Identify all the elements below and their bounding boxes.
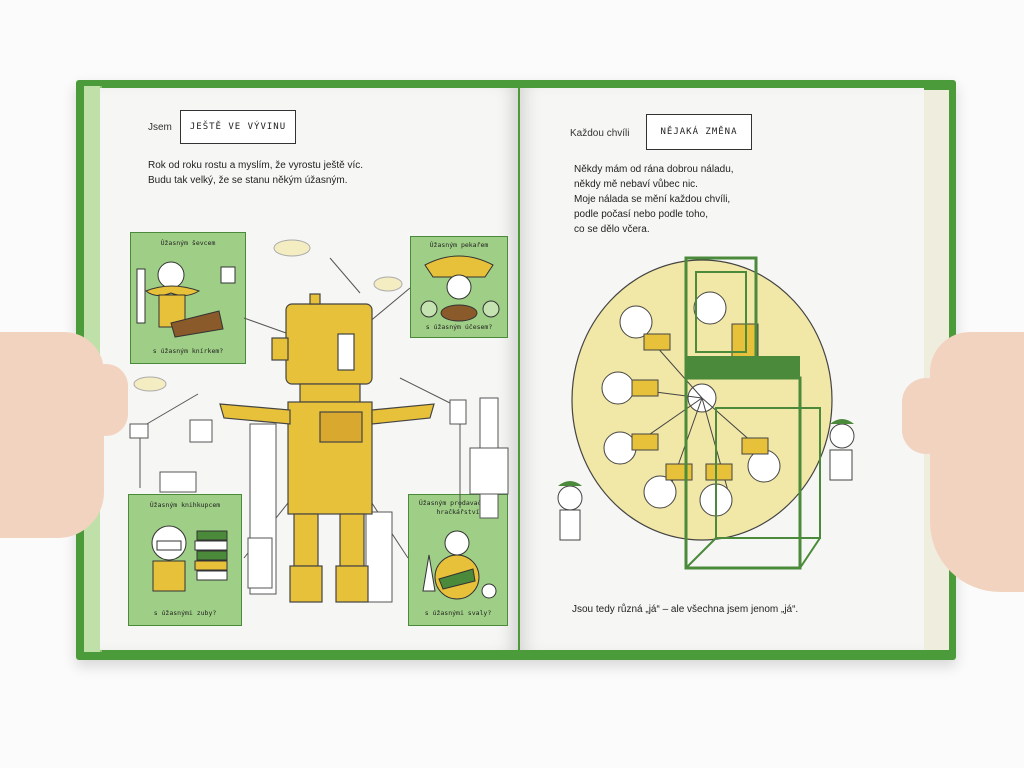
panel-toyseller: Úžasným prodavačem v hračkářství s úžasn… xyxy=(408,494,508,626)
panel-caption-bottom: s úžasnými zuby? xyxy=(153,609,217,617)
shoemaker-illustration xyxy=(136,261,236,338)
left-page: Jsem JEŠTĚ VE VÝVINU Rok od roku rostu a… xyxy=(100,88,518,650)
panel-caption-top: Úžasným knihkupcem xyxy=(149,501,221,509)
bookseller-illustration xyxy=(151,525,228,592)
right-boxed-label: NĚJAKÁ ZMĚNA xyxy=(646,114,752,150)
baker-illustration xyxy=(420,255,500,322)
left-boxed-label: JEŠTĚ VE VÝVINU xyxy=(180,110,296,144)
panel-caption-top: Úžasným prodavačem v hračkářství xyxy=(418,499,498,516)
panel-shoemaker: Úžasným ševcem s úžasným knírkem? xyxy=(130,232,246,364)
panel-caption-bottom: s úžasným účesem? xyxy=(425,323,493,331)
right-thumb xyxy=(902,378,950,454)
left-hand xyxy=(0,332,104,538)
panel-caption-top: Úžasným ševcem xyxy=(160,239,216,247)
panel-baker: Úžasným pekařem s úžasným účesem? xyxy=(410,236,508,338)
right-prefix: Každou chvíli xyxy=(570,128,630,139)
panel-caption-top: Úžasným pekařem xyxy=(429,241,489,249)
right-paragraph: Někdy mám od rána dobrou náladu, někdy m… xyxy=(574,164,734,235)
panel-caption-bottom: s úžasným knírkem? xyxy=(152,347,224,355)
left-paragraph: Rok od roku rostu a myslím, že vyrostu j… xyxy=(148,160,364,186)
panel-caption-bottom: s úžasnými svaly? xyxy=(424,609,492,617)
toyseller-illustration xyxy=(422,530,497,600)
left-prefix: Jsem xyxy=(148,122,172,133)
right-hand xyxy=(930,332,1024,592)
right-page: Každou chvíli NĚJAKÁ ZMĚNA Někdy mám od … xyxy=(520,88,924,650)
panel-bookseller: Úžasným knihkupcem s úžasnými zuby? xyxy=(128,494,242,626)
left-thumb xyxy=(84,364,128,436)
mood-wheel-illustration xyxy=(557,256,855,570)
right-footer: Jsou tedy různá „já“ – ale všechna jsem … xyxy=(572,604,799,615)
